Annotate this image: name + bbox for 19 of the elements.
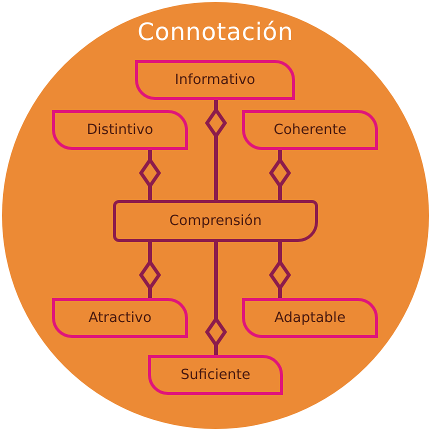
central-box xyxy=(113,200,318,242)
box-label: Atractivo xyxy=(88,310,152,326)
term-box xyxy=(52,110,188,150)
title: Connotación xyxy=(136,18,294,46)
box-label: Adaptable xyxy=(274,310,346,326)
box-label: Suficiente xyxy=(180,367,250,383)
box-label: Coherente xyxy=(274,122,346,138)
connector-line xyxy=(205,100,227,200)
term-box xyxy=(242,110,378,150)
box-label: Informativo xyxy=(174,72,256,88)
connector-line xyxy=(139,150,161,200)
term-box xyxy=(135,60,295,100)
term-box xyxy=(52,298,188,338)
term-box xyxy=(148,355,283,395)
box-label: Comprensión xyxy=(169,213,262,229)
term-box xyxy=(242,298,378,338)
connector-line xyxy=(205,242,227,355)
box-label: Distintivo xyxy=(86,122,154,138)
connector-line xyxy=(269,150,291,200)
